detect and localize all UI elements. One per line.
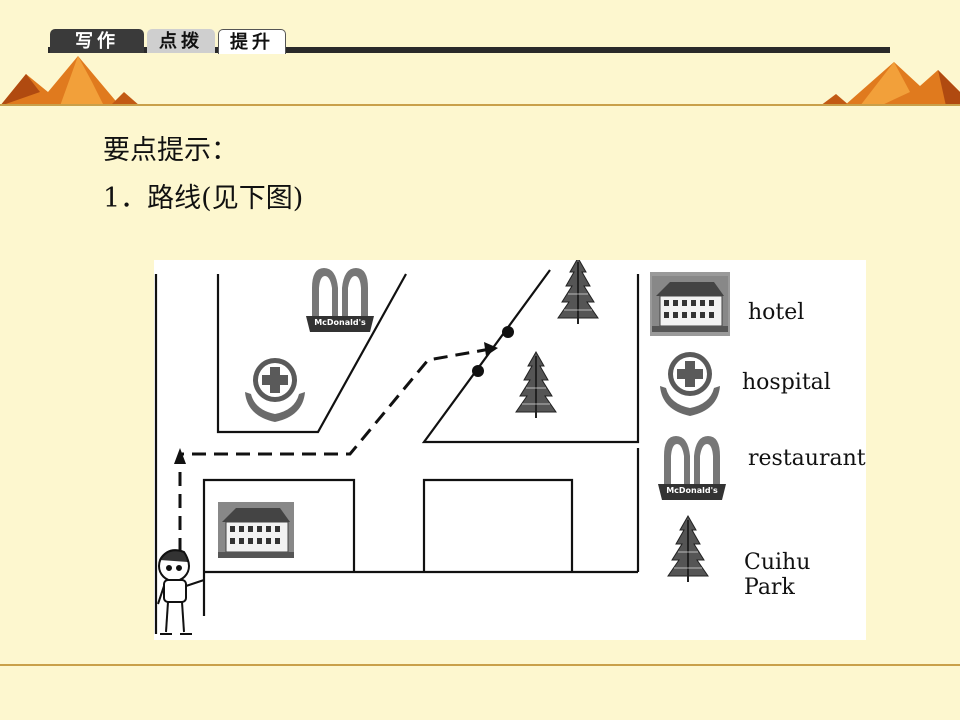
tab-improve[interactable]: 提升 — [218, 29, 286, 54]
legend-restaurant-label: restaurant — [748, 446, 866, 471]
footer-divider — [0, 664, 960, 666]
hospital-icon — [245, 358, 305, 422]
hospital-icon — [660, 352, 720, 416]
hotel-icon — [651, 275, 729, 333]
tab-bar: 写作 点拨 提升 — [48, 27, 890, 55]
roads — [154, 269, 640, 634]
route-point-marker — [472, 365, 484, 377]
legend-hotel-label: hotel — [748, 300, 805, 325]
tree-icon — [557, 260, 599, 325]
right-mountain-decoration — [820, 62, 960, 106]
key-points-heading: 要点提示： — [103, 135, 238, 166]
tab-tips[interactable]: 点拨 — [147, 29, 215, 53]
hotel-icon — [217, 501, 295, 559]
tab-writing[interactable]: 写作 — [50, 29, 144, 53]
legend-park-label: Cuihu Park — [744, 550, 811, 600]
park-icon — [667, 515, 709, 583]
left-mountain-decoration — [0, 56, 140, 106]
tab-bar-underline — [48, 47, 890, 53]
mcdonalds-sign: McDonald's — [666, 486, 718, 495]
route-point: 1．路线(见下图) — [103, 183, 304, 214]
route-path — [174, 342, 498, 552]
route-point-marker — [502, 326, 514, 338]
legend-hospital-label: hospital — [742, 370, 831, 395]
header-divider — [0, 104, 960, 106]
mcdonalds-sign: McDonald's — [314, 318, 366, 327]
route-map: McDonald's McDonald's hotel hospital res… — [154, 260, 866, 640]
boy-figure-icon — [157, 549, 205, 635]
map-drawing: McDonald's McDonald's — [154, 260, 730, 635]
tree-icon — [515, 351, 557, 419]
